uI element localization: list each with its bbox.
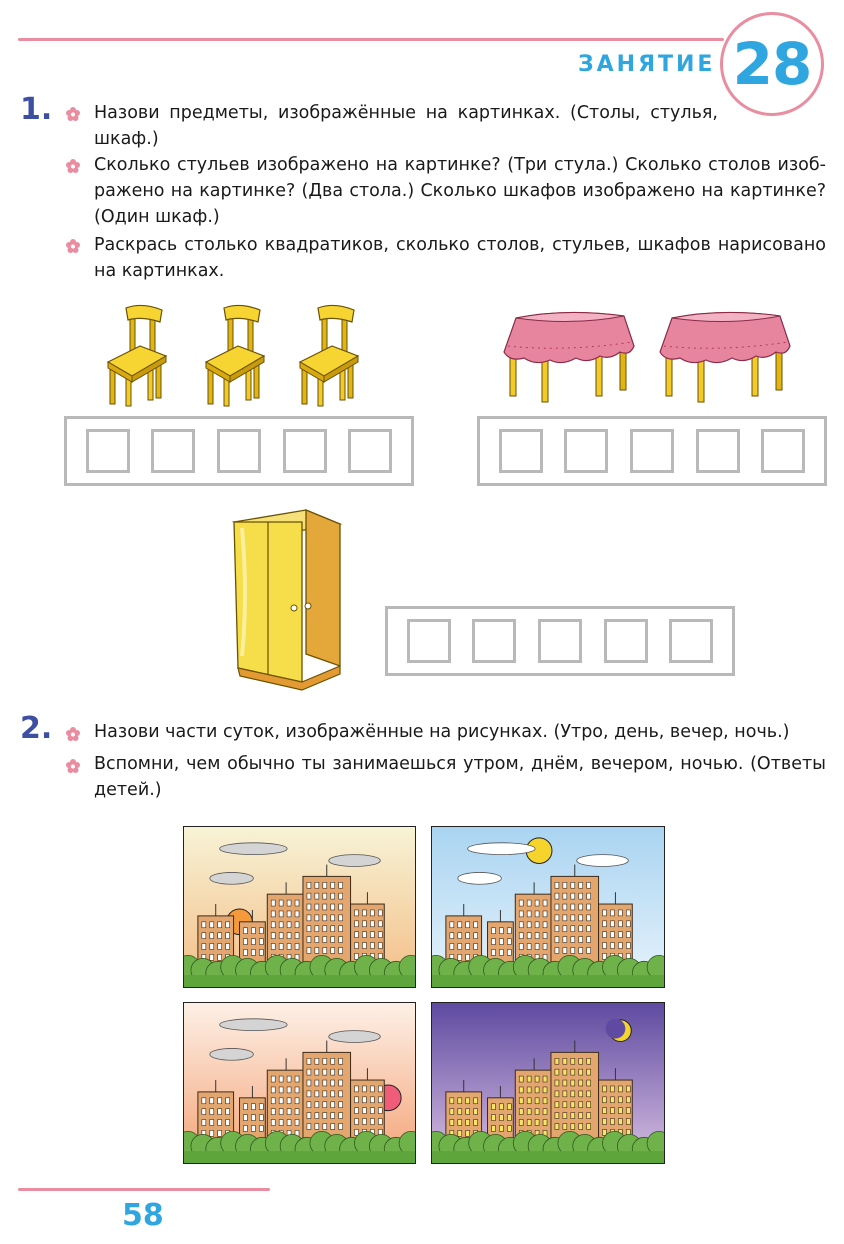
scene-evening: [183, 1002, 416, 1164]
lesson-number: 28: [732, 30, 813, 98]
bottom-divider: [18, 1188, 270, 1191]
color-square[interactable]: [85, 429, 130, 473]
task1-instruction-3: Раскрась столько квадратиков, сколько ст…: [94, 235, 826, 281]
color-square[interactable]: [282, 429, 327, 473]
color-square[interactable]: [629, 429, 674, 473]
wardrobe-illustration: [231, 509, 343, 691]
color-square[interactable]: [761, 429, 806, 473]
scene-morning: [183, 826, 416, 988]
scene-day: [431, 826, 665, 988]
flower-bullet-icon: [66, 107, 80, 121]
top-divider: [18, 38, 724, 41]
color-square[interactable]: [472, 619, 517, 663]
color-square[interactable]: [406, 619, 451, 663]
color-square[interactable]: [669, 619, 714, 663]
flower-bullet-icon: [66, 727, 80, 741]
flower-bullet-icon: [66, 159, 80, 173]
color-square[interactable]: [151, 429, 196, 473]
task-number-2: 2.: [20, 711, 53, 746]
task1-instruction-2: Сколько стульев изображено на картинке? …: [94, 155, 826, 227]
color-square[interactable]: [537, 619, 582, 663]
color-square[interactable]: [216, 429, 261, 473]
scene-evening-drawing: [184, 1003, 415, 1163]
scene-night-drawing: [432, 1003, 664, 1163]
squares-box-tables: [477, 416, 827, 486]
color-square[interactable]: [498, 429, 543, 473]
flower-bullet-icon: [66, 239, 80, 253]
task-number-1: 1.: [20, 92, 53, 127]
scene-night: [431, 1002, 665, 1164]
task1-instruction-1: Назови предметы, изображённые на картинк…: [94, 103, 718, 149]
chairs-illustration: [107, 304, 359, 407]
squares-box-chairs: [64, 416, 414, 486]
color-square[interactable]: [564, 429, 609, 473]
page-number: 58: [122, 1198, 164, 1233]
lesson-label: ЗАНЯТИЕ: [578, 52, 716, 77]
lesson-number-badge: 28: [720, 12, 824, 116]
task2-instruction-1: Назови части суток, изображённые на рису…: [94, 722, 790, 742]
flower-bullet-icon: [66, 759, 80, 773]
task2-instruction-2: Вспомни, чем обычно ты занимаешься утром…: [94, 754, 826, 800]
color-square[interactable]: [603, 619, 648, 663]
color-square[interactable]: [348, 429, 393, 473]
color-square[interactable]: [695, 429, 740, 473]
scene-day-drawing: [432, 827, 664, 987]
squares-box-wardrobe: [385, 606, 735, 676]
scene-morning-drawing: [184, 827, 415, 987]
tables-illustration: [503, 311, 791, 403]
